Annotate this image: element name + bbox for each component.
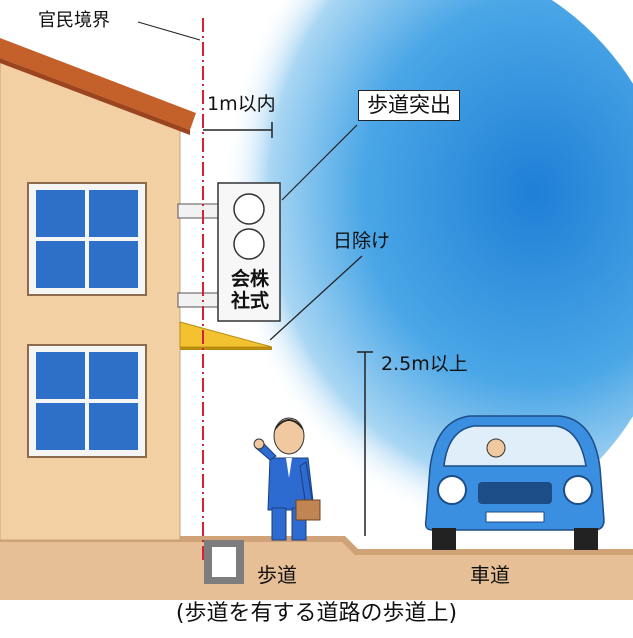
- building-roof: [0, 38, 196, 130]
- window-lower: [27, 344, 147, 458]
- sign-bracket-upper: [177, 203, 223, 219]
- sign-bracket-lower: [177, 292, 223, 308]
- height-label: 2.5m以上: [381, 353, 468, 375]
- one-meter-label: 1m以内: [207, 93, 276, 115]
- sign-text-line2: 社式: [230, 290, 269, 312]
- sky: [160, 0, 633, 540]
- protrusion-leader: [281, 124, 358, 201]
- awning-leader: [269, 255, 363, 341]
- awning-label: 日除け: [333, 230, 391, 252]
- curb: [0, 536, 633, 555]
- person: [253, 417, 321, 541]
- protruding-sign: [217, 182, 281, 322]
- window-upper: [27, 182, 147, 296]
- sign-text: 会株 社式: [221, 268, 279, 312]
- sidewalk-label: 歩道: [257, 563, 297, 587]
- caption: (歩道を有する道路の歩道上): [175, 601, 458, 626]
- building-wall: [0, 59, 181, 541]
- roadway-label: 車道: [470, 563, 510, 587]
- car: [424, 415, 605, 550]
- boundary-label: 官民境界: [38, 10, 110, 31]
- protrusion-label: 歩道突出: [358, 90, 460, 121]
- sign-text-line1: 会株: [230, 268, 269, 290]
- boundary-leader: [137, 21, 201, 41]
